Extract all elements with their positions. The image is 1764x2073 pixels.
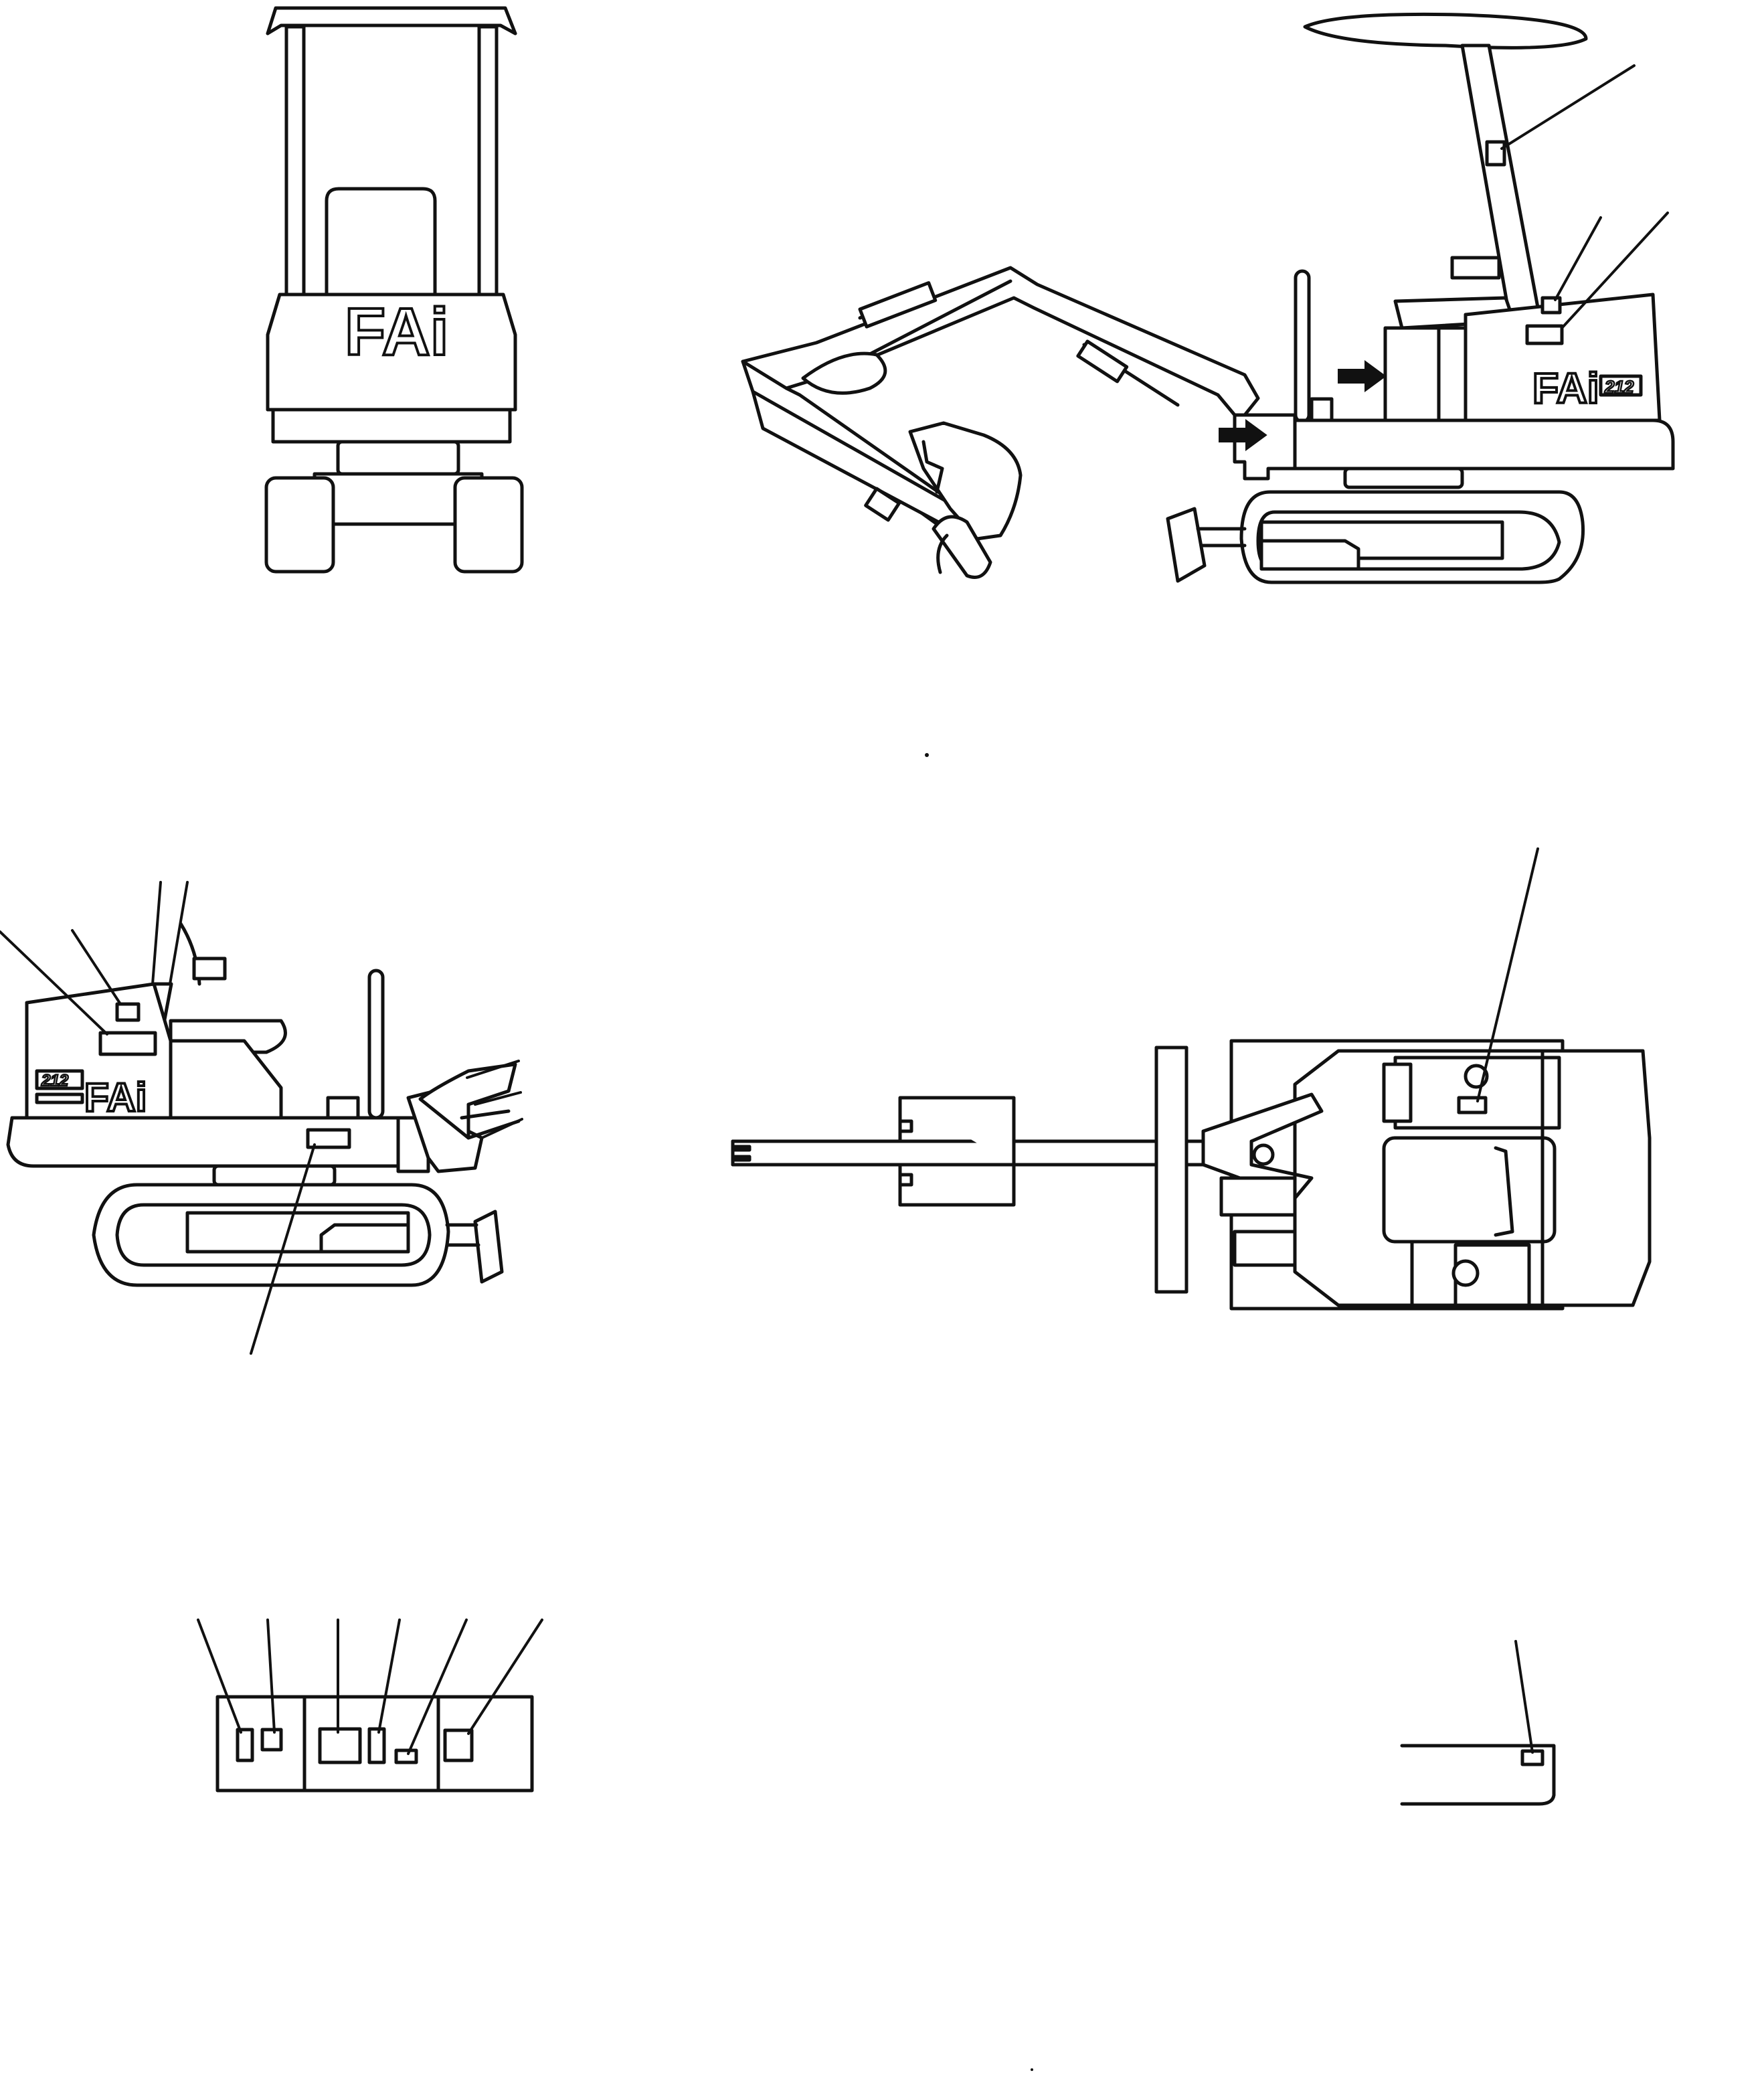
side-bucket <box>908 421 1023 541</box>
left-brand-logo: FAi <box>84 1075 147 1120</box>
decal-detail-2 <box>260 1728 283 1752</box>
top-dozer-blade <box>1154 1046 1188 1294</box>
front-canopy-roof <box>266 6 517 35</box>
front-brand-logo: FAi <box>345 295 449 369</box>
top-view <box>731 847 1652 1311</box>
side-arm-cylinder-head <box>801 351 887 395</box>
leader-canopy-decal <box>1500 64 1636 150</box>
left-model-badge: 212 <box>41 1072 69 1090</box>
side-safety-lever <box>1294 269 1311 424</box>
top-boom <box>1201 1092 1324 1200</box>
decal-detail-1 <box>236 1728 254 1762</box>
left-model-badge-frame <box>35 1069 84 1090</box>
left-operator-tower <box>169 1039 283 1120</box>
left-boom-root <box>418 1062 517 1140</box>
side-operator-tower <box>1383 326 1468 422</box>
left-side-view: 212 FAi <box>0 881 523 1355</box>
top-operator-console <box>1393 1056 1561 1130</box>
leader-left-hood-large <box>0 930 108 1035</box>
side-dozer-blade <box>1166 507 1207 583</box>
decal-left-hood-small <box>115 1002 141 1022</box>
front-canopy-post-left <box>284 25 306 297</box>
arrow-marker-upper <box>1338 360 1387 392</box>
front-view: FAi <box>264 6 524 574</box>
side-boom <box>741 266 1260 417</box>
side-upper-frame <box>1293 418 1675 471</box>
top-seat <box>1382 1136 1557 1244</box>
decal-canopy-post <box>1485 140 1506 167</box>
decal-detail-3 <box>318 1727 362 1764</box>
corner-panel <box>1400 1744 1556 1806</box>
side-model-badge-frame <box>1599 374 1643 397</box>
leader-hood-large-decal <box>1561 212 1669 329</box>
side-swing-ring <box>1343 467 1464 489</box>
left-safety-lever <box>367 969 385 1120</box>
front-counterweight <box>271 408 512 444</box>
decal-group-detail <box>197 1619 543 1793</box>
side-canopy-roof <box>1303 12 1588 50</box>
side-brand-logo: FAi <box>1532 364 1599 412</box>
front-swing-ring <box>336 440 460 476</box>
leader-hood-small-decal <box>1554 216 1602 301</box>
side-armrest <box>1450 256 1501 280</box>
left-dozer-blade <box>473 1210 504 1284</box>
top-round-cover <box>1451 1259 1480 1287</box>
leader-top-decal <box>1476 847 1539 1102</box>
corner-decal-detail <box>1031 1640 1556 2071</box>
side-model-badge: 212 <box>1604 377 1634 397</box>
decal-detail-4 <box>367 1727 386 1764</box>
decal-top-console <box>1457 1096 1488 1114</box>
decal-left-hood-large <box>98 1031 157 1056</box>
left-swing-ring <box>212 1164 337 1187</box>
arrow-marker-lower <box>1219 419 1267 451</box>
side-bucket-linkage <box>932 515 992 579</box>
decal-hood-small <box>1540 296 1562 315</box>
right-side-view: FAi 212 <box>741 12 1675 757</box>
front-seat-back <box>325 187 437 297</box>
decal-detail-6 <box>443 1728 474 1762</box>
decal-hood-large <box>1525 324 1564 345</box>
left-armrest <box>192 957 227 981</box>
leader-left-frame-decal <box>250 1143 316 1355</box>
front-track-left <box>264 476 335 574</box>
front-track-right <box>453 476 524 574</box>
top-pivot-pin <box>1252 1143 1275 1166</box>
decal-detail-5 <box>394 1748 418 1764</box>
side-boom-cylinder-upper <box>858 281 938 329</box>
side-boom-cylinder <box>1076 339 1129 384</box>
leader-left-hood-small <box>71 929 122 1005</box>
front-canopy-post-right <box>477 25 499 297</box>
side-swing-bracket <box>1233 413 1297 481</box>
